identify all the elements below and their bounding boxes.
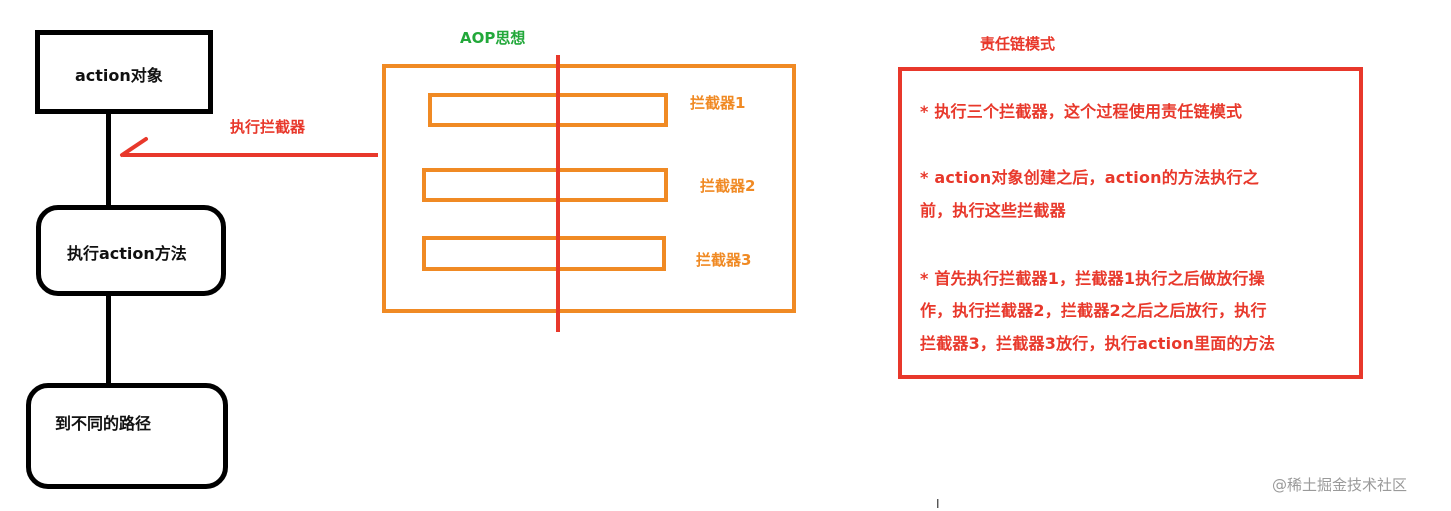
interceptor-3-rect bbox=[422, 236, 666, 271]
interceptor-1-label: 拦截器1 bbox=[690, 94, 746, 112]
intercept-arrow-head bbox=[120, 137, 148, 157]
desc-line-5: 作，执行拦截器2，拦截器2之后之后放行，执行 bbox=[920, 301, 1267, 320]
execute-action-method-label: 执行action方法 bbox=[67, 244, 187, 263]
interceptor-2-rect bbox=[422, 168, 668, 202]
desc-line-1: * 执行三个拦截器，这个过程使用责任链模式 bbox=[920, 102, 1243, 121]
aop-title: AOP思想 bbox=[460, 29, 526, 47]
action-object-box: action对象 bbox=[35, 30, 213, 114]
chain-description-box: * 执行三个拦截器，这个过程使用责任链模式 * action对象创建之后，act… bbox=[898, 67, 1363, 379]
text-cursor-icon: I bbox=[936, 497, 940, 511]
execute-interceptor-label: 执行拦截器 bbox=[230, 118, 306, 136]
desc-line-6: 拦截器3，拦截器3放行，执行action里面的方法 bbox=[920, 334, 1276, 353]
different-path-label: 到不同的路径 bbox=[55, 414, 152, 433]
desc-line-4: * 首先执行拦截器1，拦截器1执行之后做放行操 bbox=[920, 269, 1265, 288]
desc-line-2: * action对象创建之后，action的方法执行之 bbox=[920, 168, 1259, 187]
interceptor-3-label: 拦截器3 bbox=[696, 251, 752, 269]
watermark: @稀土掘金技术社区 bbox=[1272, 476, 1408, 494]
interceptor-2-label: 拦截器2 bbox=[700, 177, 756, 195]
connector-line-2 bbox=[106, 296, 111, 385]
action-object-label: action对象 bbox=[75, 66, 163, 85]
connector-line-1 bbox=[106, 114, 111, 208]
aop-frame bbox=[382, 64, 796, 313]
different-path-box: 到不同的路径 bbox=[26, 383, 228, 489]
chain-title: 责任链模式 bbox=[980, 35, 1056, 53]
desc-line-3: 前，执行这些拦截器 bbox=[920, 201, 1066, 220]
execute-action-method-box: 执行action方法 bbox=[36, 205, 226, 296]
interceptor-1-rect bbox=[428, 93, 668, 127]
